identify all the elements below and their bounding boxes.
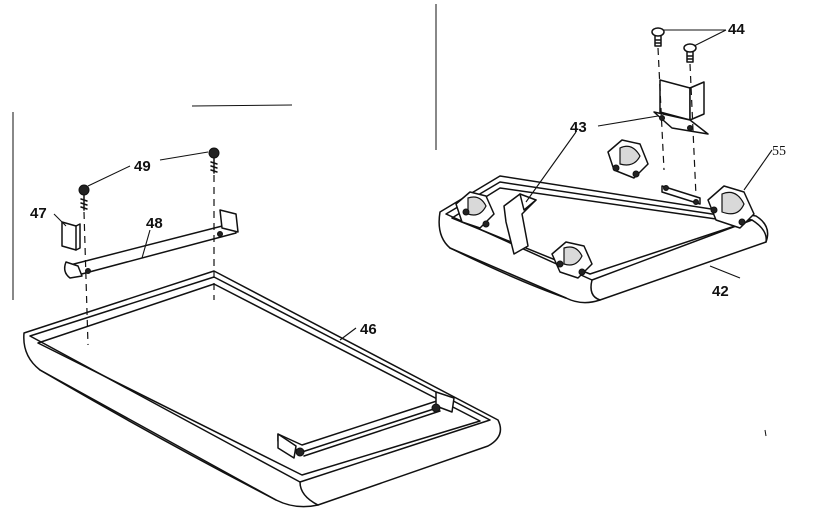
roller-55 (707, 185, 755, 229)
tray-mounted-bracket (277, 391, 455, 459)
alignment-line-right-1 (657, 47, 665, 171)
leader-49-b (159, 151, 209, 161)
roller-rear-center (607, 139, 649, 179)
callout-46: 46 (360, 321, 377, 338)
leader-42 (709, 265, 741, 279)
screw-49-right (208, 147, 220, 174)
callout-47: 47 (30, 205, 47, 222)
callout-42: 42 (712, 283, 729, 300)
angle-bracket (653, 79, 709, 135)
roller-front-center (551, 241, 593, 279)
carriage-rail (661, 185, 701, 205)
stray-mark (764, 429, 767, 437)
leader-48 (141, 229, 151, 259)
callout-44: 44 (728, 21, 745, 38)
callout-55: 55 (772, 144, 786, 159)
top-stray-line (191, 104, 293, 107)
base-tray-46 (23, 270, 502, 508)
alignment-line-left-1 (83, 211, 89, 346)
alignment-line-right-2 (689, 63, 697, 197)
callout-43: 43 (570, 119, 587, 136)
screw-44-right (683, 43, 697, 63)
screw-49-left (78, 184, 90, 211)
z-bracket (503, 193, 537, 255)
leader-43-b (525, 131, 577, 203)
leader-47 (53, 213, 67, 227)
screw-44-left (651, 27, 665, 47)
callout-49: 49 (134, 158, 151, 175)
roller-front-left (455, 191, 495, 229)
leader-43-a (597, 115, 659, 127)
leader-46 (339, 327, 357, 341)
bracket-48 (63, 209, 239, 279)
clip-47 (61, 221, 81, 251)
leader-49-a (87, 165, 131, 187)
callout-48: 48 (146, 215, 163, 232)
leader-44-b (693, 29, 727, 47)
leader-55 (743, 149, 773, 191)
